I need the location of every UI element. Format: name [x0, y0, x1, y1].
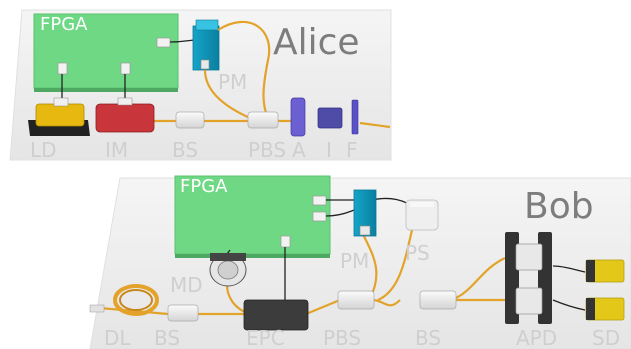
alice-ld-label: LD [30, 138, 57, 162]
alice-ld-module [28, 97, 90, 136]
alice-fiber-loop [203, 69, 251, 120]
bob-fpga-edge [175, 254, 330, 258]
bob-epc-module [243, 299, 309, 331]
alice-filter [351, 99, 359, 135]
alice-im-module [95, 97, 155, 133]
alice-fpga-connector [120, 62, 131, 75]
bob-pbs-label: PBS [323, 326, 361, 349]
bob-dl-label: DL [104, 326, 131, 349]
bob-fpga-label: FPGA [180, 176, 228, 197]
alice-pm-module [192, 19, 220, 71]
bob-bs1-label: BS [154, 326, 180, 349]
bob-fiber [377, 229, 414, 302]
bob-wire [552, 265, 586, 273]
bob-sd-label: SD [592, 326, 620, 349]
alice-a-label: A [292, 138, 306, 162]
bob-epc-label: EPC [246, 326, 285, 349]
alice-im-label: IM [105, 138, 128, 162]
alice-i-label: I [326, 138, 332, 162]
alice-pbs-label: PBS [248, 138, 286, 162]
bob-wire [552, 299, 586, 311]
alice-fpga-connector [57, 62, 68, 75]
alice-fiber-loop [217, 20, 271, 119]
alice-bs-module [175, 111, 205, 129]
bob-bs2-module [419, 290, 457, 310]
alice-fpga-label: FPGA [40, 14, 88, 35]
bob-bs1-module [167, 304, 199, 322]
bob-md-label: MD [170, 273, 203, 297]
bob-pm-module [353, 189, 377, 237]
bob-pbs-module [337, 290, 375, 310]
bob-fiber [360, 231, 378, 299]
alice-fpga-edge [34, 88, 178, 92]
alice-fiber [150, 119, 391, 129]
alice-isolator [317, 107, 343, 129]
bob-fpga-connector [312, 195, 327, 206]
bob-ps-module [405, 199, 439, 231]
alice-f-label: F [346, 138, 358, 162]
bob-fiber [451, 257, 506, 302]
alice-bs-label: BS [172, 138, 198, 162]
bob-fpga-connector [312, 211, 327, 222]
alice-section: Alice FPGA PM [9, 9, 392, 162]
bob-sd-module [585, 259, 625, 321]
alice-attenuator [290, 97, 306, 137]
alice-title: Alice [273, 22, 360, 63]
bob-ps-label: PS [405, 241, 430, 265]
bob-apd-module [505, 232, 552, 324]
bob-apd-label: APD [516, 326, 557, 349]
bob-title: Bob [524, 186, 594, 227]
bob-delay-line [89, 284, 159, 316]
bob-fiber [99, 298, 510, 316]
alice-pbs-module [247, 111, 279, 129]
alice-pm-label: PM [218, 70, 247, 94]
alice-fpga-connector [156, 37, 171, 48]
bob-section: Bob FPGA [89, 175, 631, 349]
bob-md-module [209, 253, 247, 287]
bob-pm-label: PM [340, 249, 369, 273]
bob-bs2-label: BS [415, 326, 441, 349]
bob-fpga-connector [280, 235, 291, 248]
